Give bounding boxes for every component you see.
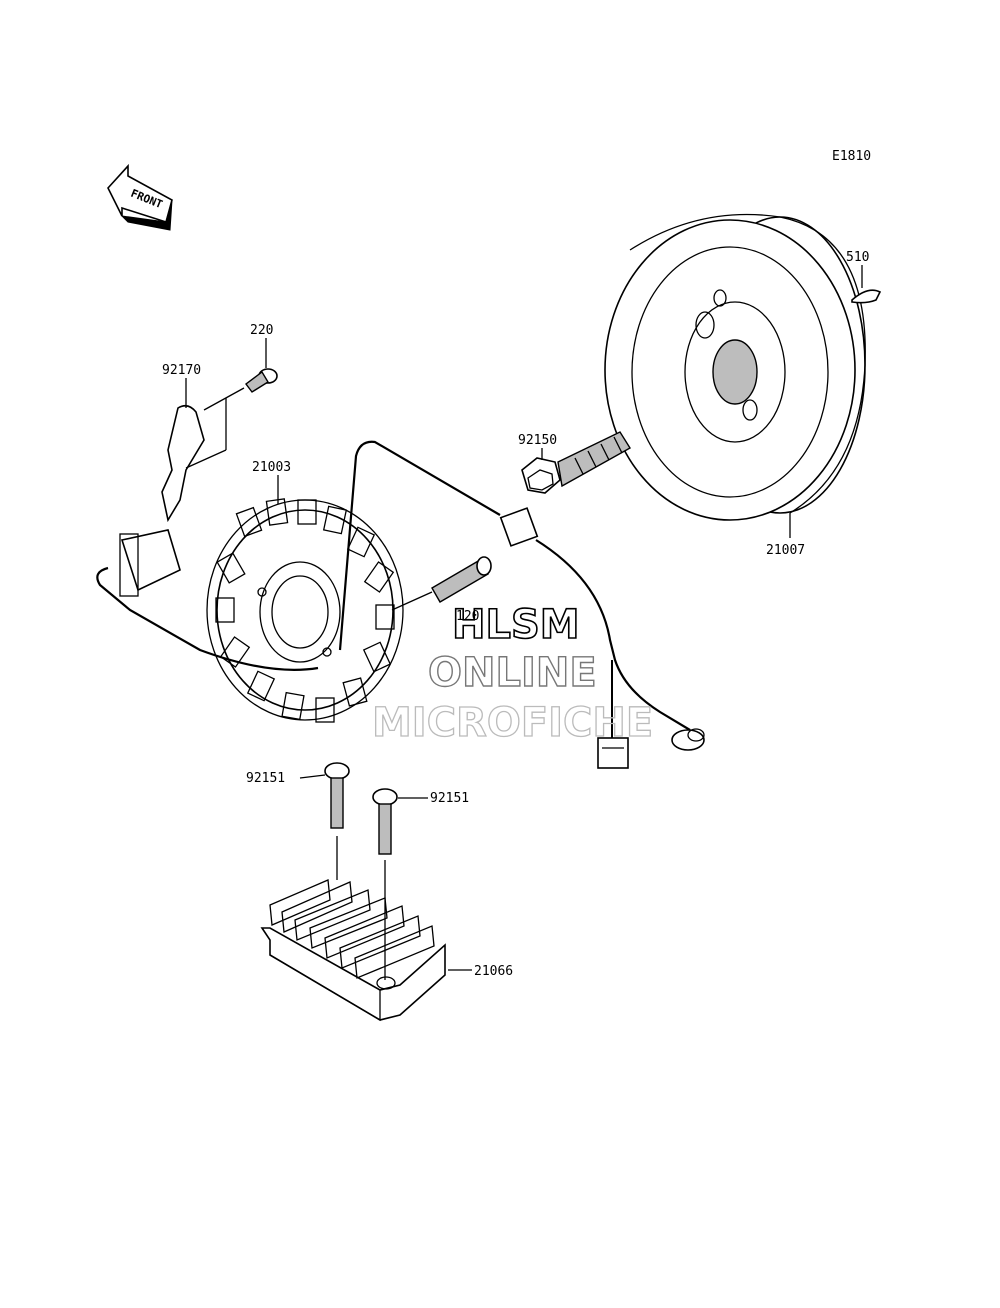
part-label-92170: 92170 xyxy=(162,363,201,378)
bolt-92151-left xyxy=(324,762,350,829)
part-label-510: 510 xyxy=(846,250,869,265)
watermark-line-1: HLSM xyxy=(452,602,580,648)
clamp-92170 xyxy=(161,387,245,523)
bolt-92150 xyxy=(521,431,631,494)
screw-220 xyxy=(245,368,278,393)
stator-21003 xyxy=(206,498,404,723)
woodruff-key-510 xyxy=(851,289,882,304)
part-label-21007: 21007 xyxy=(766,543,805,558)
wiring-harness xyxy=(96,440,705,769)
bolt-120 xyxy=(431,556,492,603)
watermark-line-2: ONLINE xyxy=(428,650,597,696)
part-label-120: 120 xyxy=(456,609,479,624)
part-label-21066: 21066 xyxy=(474,964,513,979)
watermark-line-3: MICROFICHE xyxy=(372,700,653,746)
bolt-92151-right xyxy=(372,788,398,855)
diagram-code: E1810 xyxy=(832,149,871,164)
part-label-220: 220 xyxy=(250,323,273,338)
flywheel-rotor-21007 xyxy=(604,213,866,521)
regulator-rectifier-21066 xyxy=(260,879,446,1022)
part-label-92150: 92150 xyxy=(518,433,557,448)
part-label-21003: 21003 xyxy=(252,460,291,475)
watermark: HLSM ONLINE MICROFICHE xyxy=(371,601,654,746)
part-label-92151-left: 92151 xyxy=(246,771,285,786)
part-label-92151-right: 92151 xyxy=(430,791,469,806)
front-arrow-icon: FRONT xyxy=(107,163,173,231)
